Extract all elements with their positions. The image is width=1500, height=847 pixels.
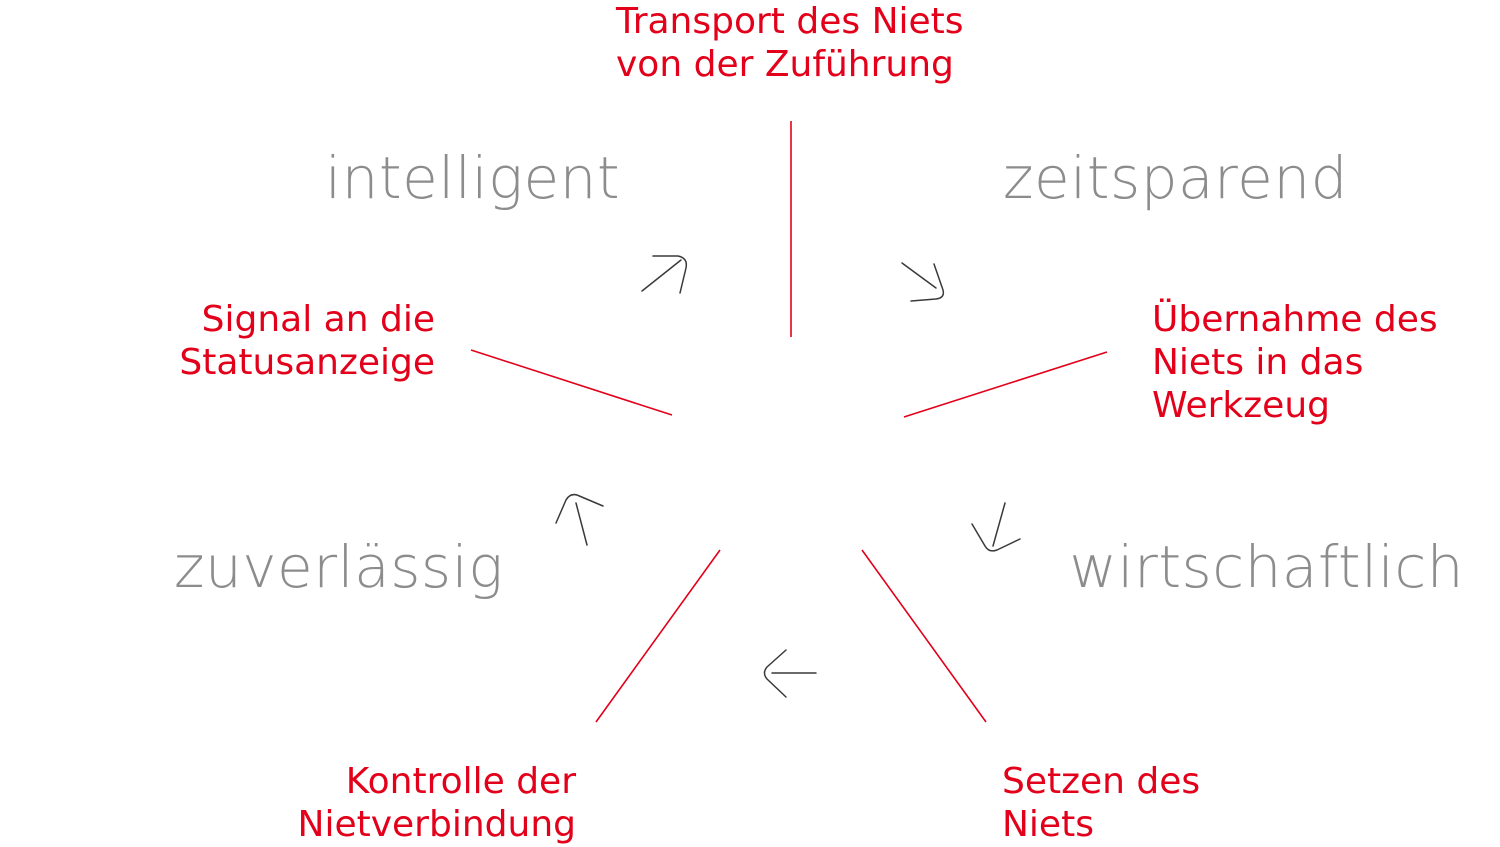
arrow-left-icon (763, 649, 817, 698)
step-kontrolle: Kontrolle der Nietverbindung (298, 760, 576, 846)
step-signal-line2: Statusanzeige (179, 342, 435, 383)
spoke-signal (470, 349, 673, 416)
step-kontrolle-line2: Nietverbindung (297, 804, 576, 845)
step-setzen-line1: Setzen des (1002, 761, 1201, 802)
step-kontrolle-line1: Kontrolle der (345, 761, 576, 802)
step-signal-line1: Signal an die (201, 299, 435, 340)
step-signal: Signal an die Statusanzeige (179, 298, 435, 384)
quality-wirtschaftlich: wirtschaftlich (1069, 533, 1464, 601)
step-uebernahme-line2: Niets in das (1152, 342, 1364, 383)
step-setzen-line2: Niets (1002, 804, 1094, 845)
arrow-up-right-icon (641, 255, 688, 294)
step-uebernahme-line3: Werkzeug (1152, 385, 1330, 426)
step-setzen: Setzen des Niets (1002, 760, 1200, 846)
step-uebernahme: Übernahme des Niets in das Werkzeug (1152, 298, 1438, 427)
step-uebernahme-line1: Übernahme des (1152, 299, 1438, 340)
quality-intelligent: intelligent (325, 144, 621, 212)
quality-zuverlaessig: zuverlässig (174, 533, 504, 601)
spoke-setzen (861, 549, 987, 723)
arrow-down-left-icon (971, 502, 1021, 552)
quality-zeitsparend: zeitsparend (1003, 144, 1348, 212)
arrow-up-left-icon (555, 493, 604, 546)
spoke-uebernahme (903, 351, 1108, 418)
spoke-kontrolle (595, 549, 721, 723)
step-transport-line1: Transport des Niets (616, 1, 964, 42)
step-transport-line2: von der Zuführung (616, 44, 954, 85)
arrow-down-right-icon (901, 262, 945, 302)
step-transport: Transport des Niets von der Zuführung (616, 0, 964, 86)
